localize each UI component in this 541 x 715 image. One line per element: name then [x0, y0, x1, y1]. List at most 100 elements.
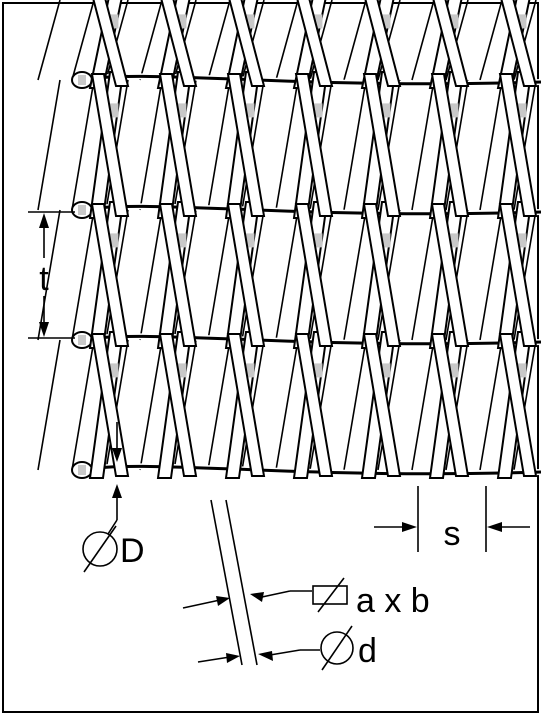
back-wire-strand	[479, 339, 503, 471]
crossing-wire-strand	[362, 203, 402, 347]
rod-diameter-label: D	[120, 532, 145, 570]
wire-detail: a x b d	[182, 499, 430, 671]
back-wire-strand	[411, 209, 435, 341]
crossing-wire-strand	[430, 73, 470, 217]
wire-edge-right	[225, 499, 258, 666]
crossing-wire-strand	[294, 73, 334, 217]
flat-wire-arrow-right-icon	[250, 592, 264, 602]
crossing-wire-strand	[432, 0, 470, 87]
woven-mesh	[37, 0, 541, 479]
diameter-symbol-icon	[82, 525, 118, 573]
back-wire-strand	[139, 209, 163, 341]
back-wire-strand	[207, 209, 231, 341]
crossing-wire-strand	[228, 0, 266, 87]
wire-shade	[447, 363, 459, 378]
pitch-arrow-top-icon	[39, 213, 49, 228]
back-wire-strand	[37, 339, 61, 471]
back-wire-strand	[37, 209, 61, 341]
back-wire-strand	[479, 209, 503, 341]
back-wire-strand	[343, 0, 367, 81]
spacing-arrow-right-icon	[487, 522, 502, 532]
wire-shade	[175, 103, 187, 118]
crossing-wire-strand	[498, 333, 538, 477]
back-wire-strand	[479, 79, 503, 211]
back-wire-strand	[139, 339, 163, 471]
wire-shade	[311, 233, 323, 248]
wire-shade	[515, 363, 527, 378]
wire-shade	[243, 233, 255, 248]
wire-shade	[107, 103, 119, 118]
crossing-wire-strand	[158, 203, 198, 347]
wire-arrow-line-left	[197, 656, 231, 663]
spacing-label: s	[444, 515, 461, 553]
pitch-arrow-bottom-icon	[39, 322, 49, 337]
wire-shade	[379, 103, 391, 118]
wire-arrow-line-right	[269, 649, 301, 656]
wire-diameter-label: d	[358, 632, 377, 670]
back-wire-strand	[139, 79, 163, 211]
wire-shade	[515, 233, 527, 248]
wire-shade	[107, 363, 119, 378]
wire-shade	[515, 103, 527, 118]
back-wire-strand	[207, 79, 231, 211]
wire-shade	[243, 363, 255, 378]
crossing-wire-strand	[362, 73, 402, 217]
back-wire-strand	[343, 79, 367, 211]
flat-wire-arrow-line-left	[182, 599, 221, 609]
back-wire-strand	[411, 0, 435, 81]
back-wire-strand	[37, 0, 61, 81]
wire-shade	[243, 14, 255, 29]
pitch-dimension: t	[28, 211, 75, 339]
wire-arrow-left-icon	[226, 653, 240, 663]
back-wire-strand	[71, 209, 95, 341]
back-wire-strand	[275, 209, 299, 341]
back-wire-strand	[71, 79, 95, 211]
back-wire-strand	[479, 0, 503, 81]
wire-shade	[311, 363, 323, 378]
back-wire-strand	[71, 0, 95, 81]
crossing-wire-strand	[498, 73, 538, 217]
crossing-wire-strand	[296, 0, 334, 87]
crossing-wire-strand	[90, 73, 130, 217]
wire-shade	[447, 14, 459, 29]
wire-shade	[175, 14, 187, 29]
wire-shade	[515, 14, 527, 29]
wire-shade	[107, 14, 119, 29]
flat-wire-label: a x b	[356, 582, 430, 620]
wire-shade	[311, 14, 323, 29]
crossing-wire-strand	[90, 333, 130, 477]
wire-arrow-right-icon	[258, 651, 273, 661]
spacing-arrow-left-icon	[402, 522, 417, 532]
crossing-wire-strand	[498, 203, 538, 347]
crossing-wire-strand	[294, 203, 334, 347]
crossing-wire-strand	[226, 333, 266, 477]
crossing-wire-strand	[92, 0, 130, 87]
crossing-wire-strand	[294, 333, 334, 477]
back-wire-strand	[275, 79, 299, 211]
pitch-label: t	[39, 260, 49, 298]
wire-shade	[107, 233, 119, 248]
back-wire-strand	[411, 339, 435, 471]
wire-shade	[175, 363, 187, 378]
crossing-wire-strand	[226, 73, 266, 217]
crossing-wire-strand	[158, 73, 198, 217]
wire-shade	[379, 363, 391, 378]
wire-shade	[447, 103, 459, 118]
spacing-dimension: s	[374, 486, 530, 553]
wire-shade	[379, 14, 391, 29]
rod-end-shade	[78, 335, 86, 345]
crossing-wire-strand	[158, 333, 198, 477]
crossing-wire-strand	[90, 203, 130, 347]
rod-end-shade	[78, 465, 86, 475]
back-wire-strand	[207, 339, 231, 471]
crossing-wire-strand	[362, 333, 402, 477]
crossing-wire-strand	[500, 0, 538, 87]
wire-shade	[379, 233, 391, 248]
wire-shade	[447, 233, 459, 248]
back-wire-strand	[37, 79, 61, 211]
rod-end-shade	[78, 205, 86, 215]
flat-wire-arrow-left-icon	[216, 596, 230, 606]
